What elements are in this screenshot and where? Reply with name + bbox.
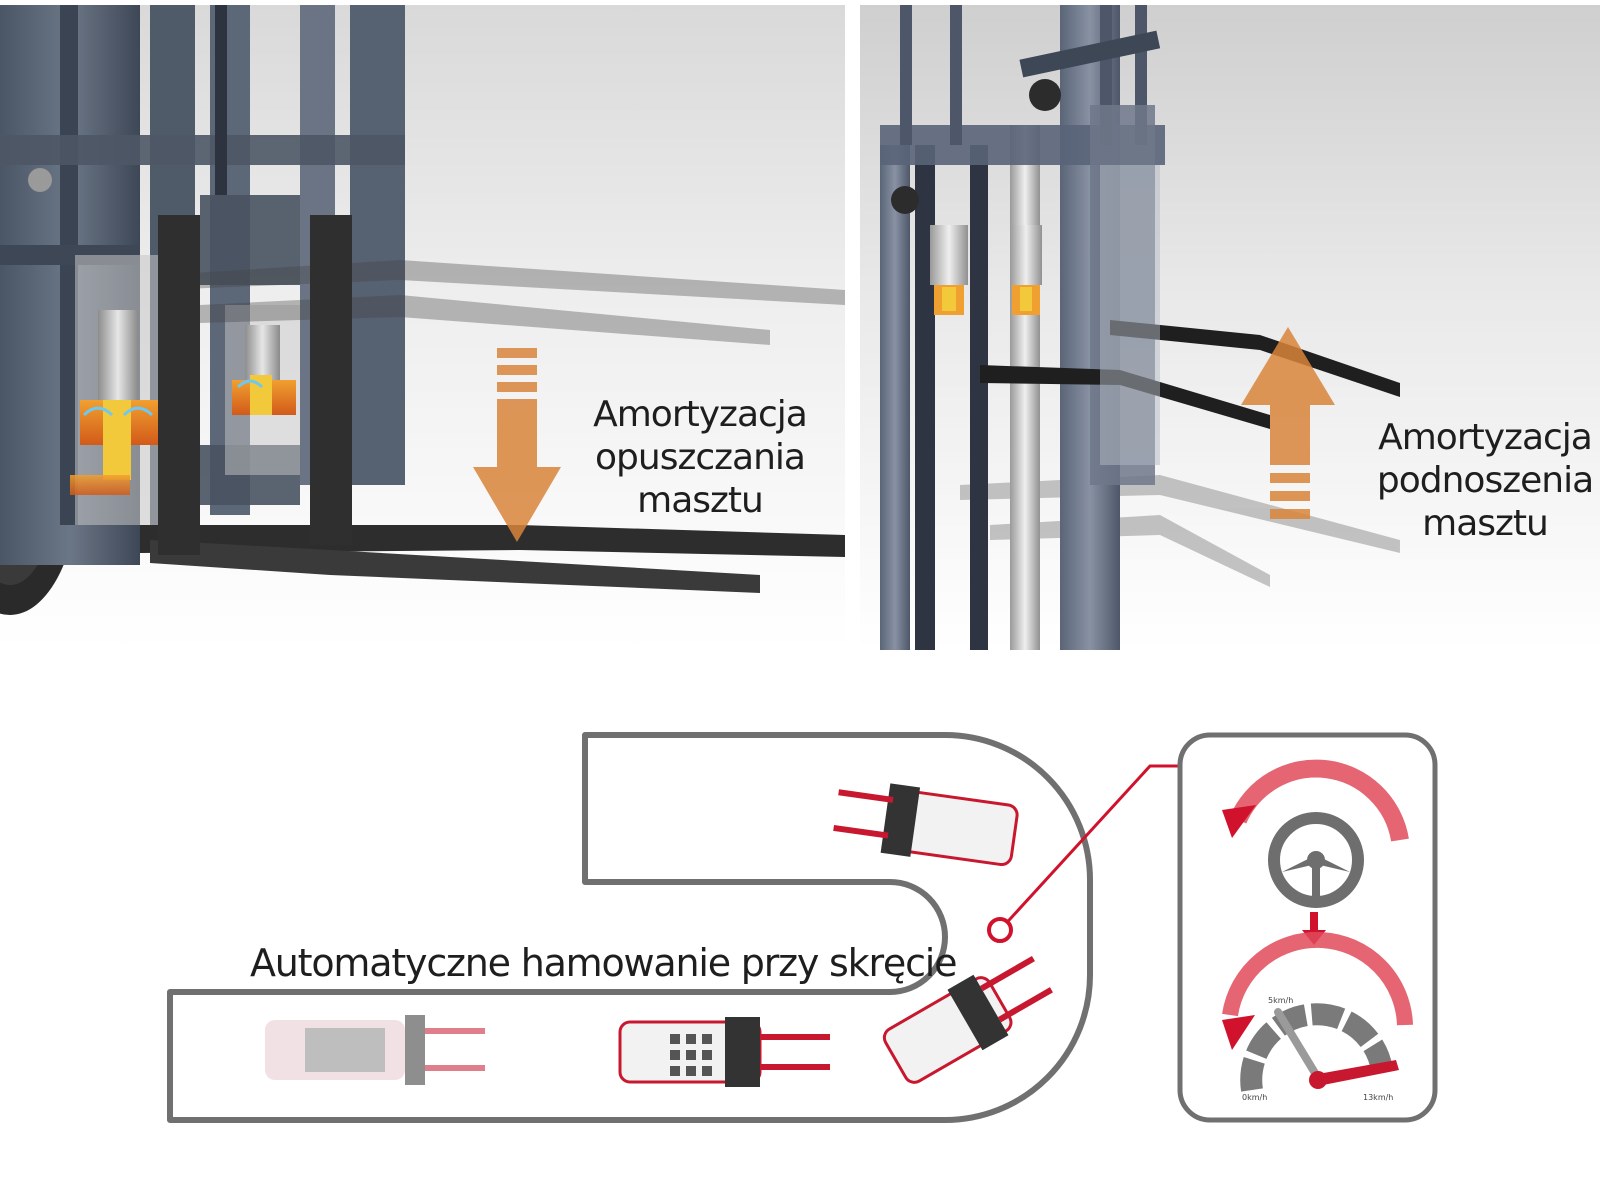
caption-line: podnoszenia: [1376, 460, 1594, 501]
forklift-icon: [618, 1017, 830, 1087]
mast-lowering-caption: Amortyzacja opuszczania masztu: [585, 393, 815, 522]
forklift-icon: [882, 955, 1053, 1084]
shock-cylinder-right: [225, 305, 300, 475]
down-arrow-icon: [473, 348, 561, 542]
caption-line: masztu: [1422, 503, 1549, 544]
speed-label-max: 13km/h: [1363, 1093, 1393, 1102]
shock-cylinder-right: [1010, 225, 1042, 315]
forklift-icon: [833, 783, 1019, 867]
forks-lowered: [140, 215, 845, 593]
rotate-arrow-icon: [1222, 759, 1409, 842]
caption-line: masztu: [637, 480, 764, 521]
speedometer-icon: [1222, 931, 1413, 1092]
mast-lifting-caption: Amortyzacja podnoszenia masztu: [1375, 416, 1595, 545]
forklift-icon: [265, 1015, 485, 1085]
speed-label-mid: 5km/h: [1268, 996, 1293, 1005]
mast-lifting-illustration: [880, 5, 1400, 650]
speed-label-min: 0km/h: [1242, 1093, 1267, 1102]
caption-line: Amortyzacja: [593, 394, 808, 435]
turn-track-outline: [167, 732, 1093, 1123]
mast-lowering-illustration: [0, 5, 845, 615]
steering-wheel-icon: [1268, 812, 1364, 908]
mast-lowering-panel: Amortyzacja opuszczania masztu: [0, 5, 845, 650]
turn-braking-caption: Automatyczne hamowanie przy skręcie: [250, 941, 957, 985]
forks-raised: [980, 165, 1400, 465]
shock-cylinder-left: [930, 225, 968, 315]
caption-line: opuszczania: [595, 437, 806, 478]
up-arrow-icon: [1241, 327, 1335, 519]
turn-braking-diagram: 0km/h 5km/h 13km/h: [167, 732, 1438, 1123]
caption-line: Amortyzacja: [1378, 417, 1593, 458]
shock-cylinder-left: [70, 255, 160, 525]
mast-lifting-panel: Amortyzacja podnoszenia masztu: [860, 5, 1600, 650]
